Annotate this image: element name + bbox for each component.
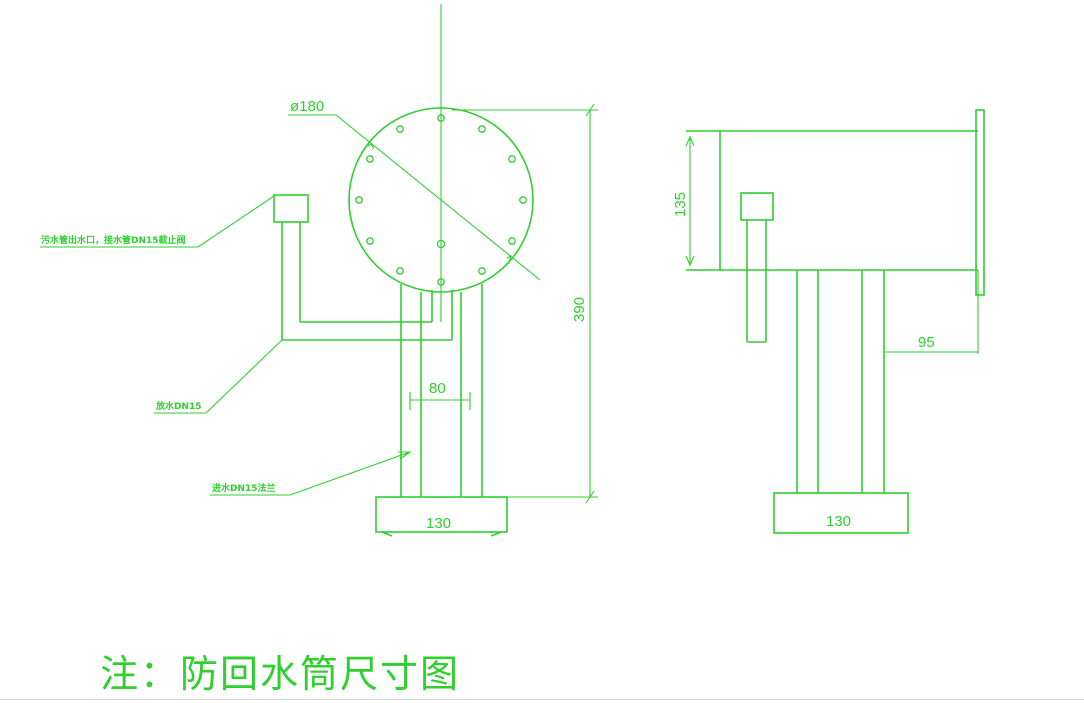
drawing-caption: 注：防回水筒尺寸图: [100, 652, 461, 696]
bottom-divider: [0, 699, 1084, 700]
side-view-small-pipe: [740, 192, 774, 343]
callout-drain-text: 放水DN15: [155, 400, 202, 412]
side-pipe: [273, 194, 453, 341]
body-height-dimension: 135: [672, 135, 695, 267]
inner-hole: [436, 239, 446, 249]
side-view: 135 95 130: [672, 109, 985, 534]
front-base-width-label: 130: [426, 515, 451, 532]
cylinder-body: [686, 109, 985, 296]
side-base-width-label: 130: [826, 513, 851, 530]
height-tick-bottom: [585, 490, 595, 504]
height-tick-top: [585, 103, 595, 117]
callout-outlet: 污水管出水口，接水管DN15截止阀: [40, 195, 275, 248]
bolt-hole: [396, 125, 404, 133]
callout-inlet: 进水DN15法兰: [210, 451, 412, 496]
diameter-label: ø180: [290, 98, 324, 115]
front-view: ø180 390: [40, 4, 598, 537]
bolt-hole: [478, 125, 486, 133]
callout-drain-leader: [205, 339, 283, 414]
callout-outlet-text: 污水管出水口，接水管DN15截止阀: [41, 234, 186, 246]
main-pipe: [400, 284, 483, 497]
body-height-label: 135: [672, 192, 689, 217]
front-base-plate: [375, 496, 508, 533]
bolt-hole: [519, 196, 527, 204]
diameter-arrow-bottom: [506, 254, 512, 263]
small-pipe-cap: [740, 192, 774, 221]
body-height-arrow-top: [685, 135, 695, 147]
flange-circle: [348, 107, 534, 293]
bolt-hole: [508, 237, 516, 245]
bolt-hole: [366, 155, 374, 163]
bolt-hole: [478, 267, 486, 275]
front-base-foot-right: [490, 531, 502, 537]
side-main-pipe: [796, 270, 885, 493]
callout-outlet-leader: [197, 195, 275, 248]
pipe-width-dimension: 80: [409, 380, 471, 410]
side-base-plate: [773, 492, 909, 534]
body-height-arrow-bottom: [685, 255, 695, 267]
bolt-hole: [396, 267, 404, 275]
front-base-foot-left: [381, 531, 393, 537]
diameter-arrow-top: [367, 143, 375, 150]
callout-inlet-arrow: [398, 451, 412, 460]
front-base: 130: [375, 496, 508, 537]
offset-dimension: 95: [884, 270, 979, 354]
pipe-width-label: 80: [429, 380, 446, 397]
callout-inlet-text: 进水DN15法兰: [212, 482, 276, 494]
bolt-holes: [355, 114, 527, 286]
callout-inlet-leader: [289, 451, 411, 496]
bolt-hole: [366, 237, 374, 245]
bolt-hole: [437, 114, 445, 122]
diameter-line: [335, 114, 541, 281]
bolt-hole: [355, 196, 363, 204]
body-flange: [975, 109, 985, 296]
bolt-hole: [508, 155, 516, 163]
side-base: 130: [773, 492, 909, 534]
diameter-dimension: ø180: [288, 98, 541, 281]
side-pipe-cap: [273, 194, 309, 223]
bolt-hole: [437, 278, 445, 286]
offset-label: 95: [918, 334, 935, 351]
height-label: 390: [571, 297, 588, 322]
callout-drain: 放水DN15: [154, 339, 283, 414]
